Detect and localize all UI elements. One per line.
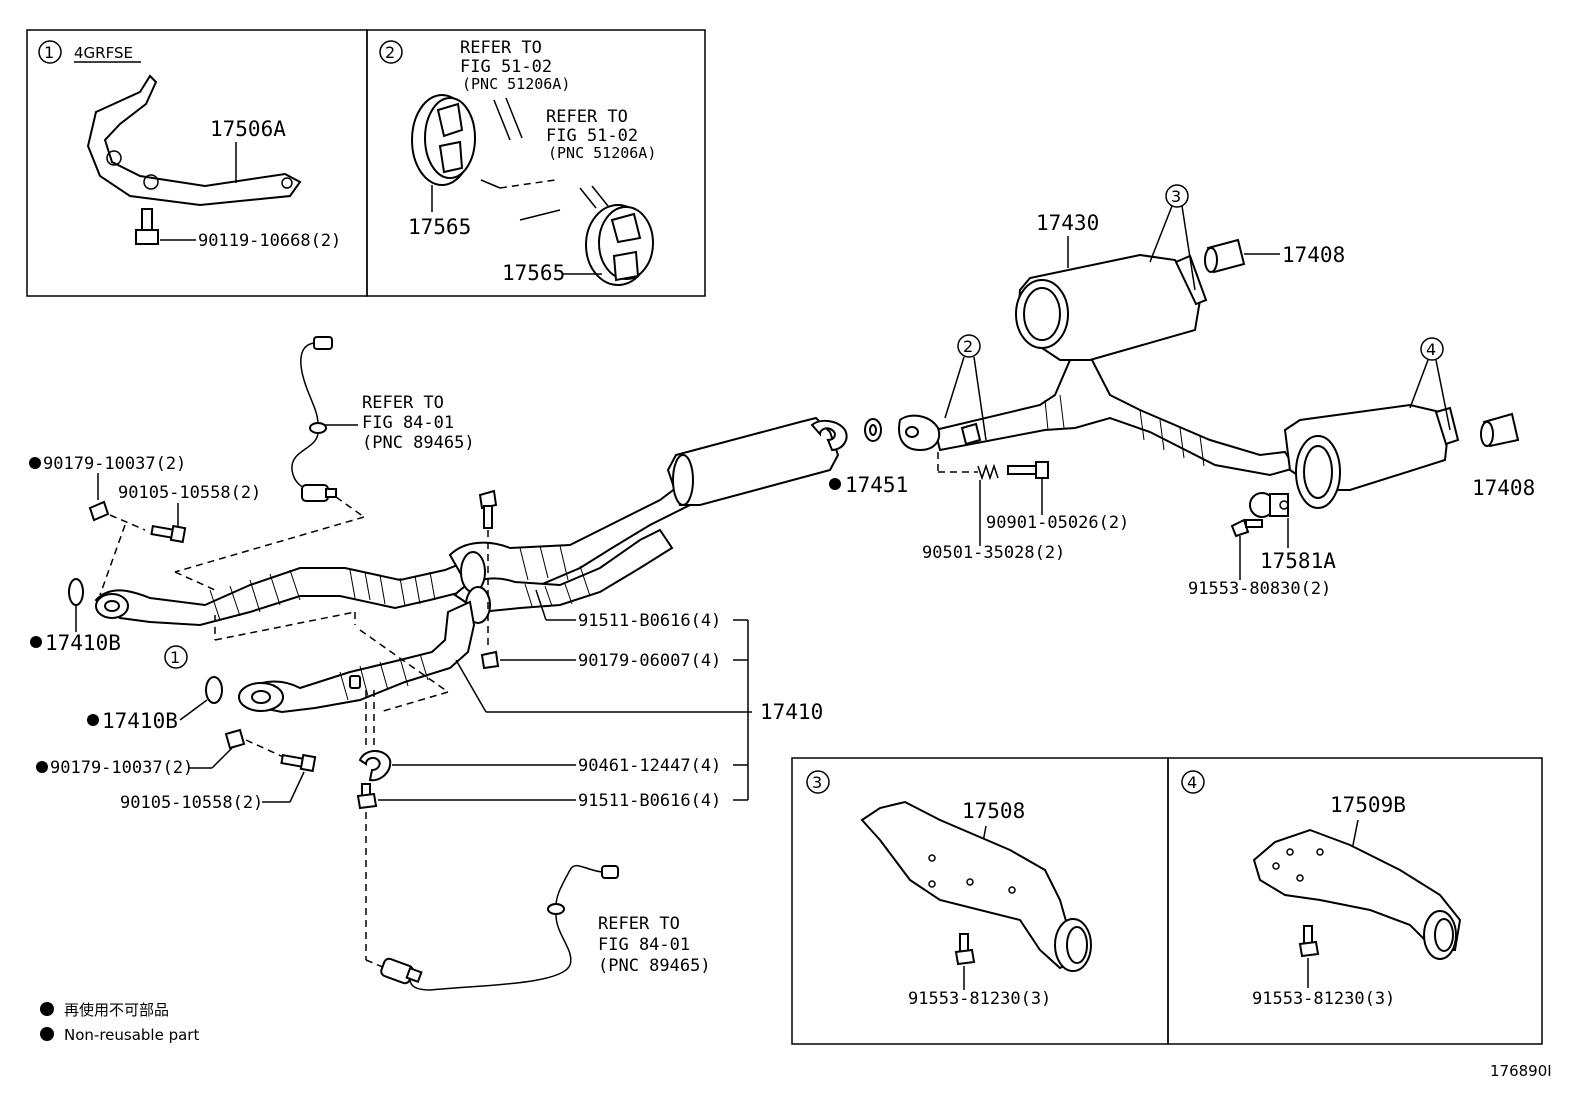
inset-1-number: 1 [44, 43, 54, 62]
rear-muffler-left-shape [1015, 253, 1208, 361]
diagram-text: FIG 84-01 [598, 935, 690, 955]
label-90179-06007: 90179-06007(4) [578, 651, 721, 671]
nut-mid-icon [224, 728, 246, 750]
valve-17581A-icon [1249, 492, 1289, 518]
inset-3-panel: 3 17508 91553-81230(3) [791, 757, 1169, 1045]
front-pipe-upper-shape [94, 558, 471, 627]
label-17430: 17430 [1036, 211, 1099, 235]
diagram-text: REFER TO [460, 38, 542, 58]
label-17565-b: 17565 [502, 261, 565, 285]
label-17410B-mid: 17410B [102, 709, 178, 733]
clamp-90461-icon [358, 750, 392, 782]
diagram-text: REFER TO [598, 914, 680, 934]
exhaust-tip-top-icon [1204, 238, 1246, 274]
non-reusable-dot-icon [40, 1002, 54, 1016]
figure-id: 176890I [1490, 1062, 1552, 1080]
label-91553-80830: 91553-80830(2) [1188, 579, 1331, 599]
bolt-91553-80830-icon [1230, 518, 1263, 538]
diagram-text: (PNC 89465) [598, 956, 711, 976]
label-90105-10558-mid: 90105-10558(2) [120, 793, 263, 813]
diagram-text: 1 [170, 648, 180, 667]
inset-2-number: 2 [385, 43, 395, 62]
label-90179-10037-top: 90179-10037(2) [43, 454, 186, 474]
inset-4-panel: 4 17509B 91553-81230(3) [1167, 757, 1543, 1045]
label-17565-a: 17565 [408, 215, 471, 239]
legend-jp: 再使用不可部品 [64, 1001, 169, 1019]
label-91511-B0616-b: 91511-B0616(4) [578, 791, 721, 811]
label-17509B: 17509B [1330, 793, 1406, 817]
catalytic-converters-shape [448, 486, 692, 624]
label-17408-bottom: 17408 [1472, 476, 1535, 500]
bolt-91511-upper-icon [478, 489, 498, 529]
diagram-text: (PNC 51206A) [548, 144, 656, 162]
diagram-text: (PNC 89465) [362, 433, 475, 453]
label-17410B-top: 17410B [45, 631, 121, 655]
label-17506A: 17506A [210, 117, 286, 141]
label-17408-top: 17408 [1282, 243, 1345, 267]
inset-1-panel: 1 4GRFSE 17506A 90119-10668(2) [26, 29, 368, 297]
front-pipe-lower-shape [238, 600, 476, 714]
diagram-text: (PNC 51206A) [462, 75, 570, 93]
inset-4-number: 4 [1187, 773, 1197, 792]
bolt-top-icon [150, 524, 187, 544]
diagram-text: 3 [1171, 187, 1181, 206]
bracket-17506A-shape [86, 74, 302, 207]
label-90179-10037-mid: 90179-10037(2) [50, 758, 193, 778]
inset-3-number: 3 [812, 773, 822, 792]
label-90461-12447: 90461-12447(4) [578, 756, 721, 776]
rear-muffler-right-shape [1283, 403, 1460, 509]
gasket-17410B-mid-icon [205, 676, 223, 704]
oxygen-sensor-top-icon [291, 336, 337, 502]
label-90119-10668: 90119-10668(2) [198, 231, 341, 251]
label-17581A: 17581A [1260, 549, 1336, 573]
center-muffler-section: 17451 [666, 416, 908, 506]
label-90501-35028: 90501-35028(2) [922, 543, 1065, 563]
bolt-90901-icon [1007, 461, 1049, 479]
label-91553-81230-b: 91553-81230(3) [1252, 989, 1395, 1009]
hanger-17565-b-icon [585, 204, 654, 286]
nut-90179-06007-icon [480, 650, 500, 670]
legend-en: Non-reusable part [64, 1026, 199, 1044]
bolt-mid-icon [280, 753, 317, 773]
gasket-17410B-top-icon [68, 578, 84, 606]
bolt-91553-81230-b-icon [1298, 925, 1320, 958]
nut-top-icon [88, 500, 110, 522]
main-left-section: REFER TO FIG 84-01 (PNC 89465) 90179-100… [29, 336, 823, 991]
oxygen-sensor-bottom-icon [380, 864, 619, 991]
diagram-text: FIG 51-02 [460, 57, 552, 77]
label-90105-10558-top: 90105-10558(2) [118, 483, 261, 503]
diagram-text: 4 [1426, 340, 1436, 359]
legend: 再使用不可部品 Non-reusable part [40, 1001, 199, 1044]
bracket-17509B-shape [1252, 828, 1462, 951]
hanger-17565-a-icon [411, 94, 476, 186]
diagram-text: FIG 84-01 [362, 413, 454, 433]
exhaust-tip-bottom-icon [1480, 412, 1520, 448]
label-90901-05026: 90901-05026(2) [986, 513, 1129, 533]
label-17410: 17410 [760, 700, 823, 724]
spring-90501-icon [977, 463, 999, 481]
diagram-text: REFER TO [362, 393, 444, 413]
label-17451: 17451 [845, 473, 908, 497]
inset-2-panel: 2 REFER TO FIG 51-02 (PNC 51206A) REFER … [366, 29, 706, 297]
label-17508: 17508 [962, 799, 1025, 823]
bolt-90119-icon [135, 208, 159, 245]
diagram-text: 2 [963, 337, 973, 356]
bolt-91511-lower-icon [356, 783, 378, 810]
bolt-91553-81230-a-icon [954, 933, 976, 966]
diagram-text: REFER TO [546, 107, 628, 127]
diagram-text: FIG 51-02 [546, 126, 638, 146]
label-91553-81230-a: 91553-81230(3) [908, 989, 1051, 1009]
inset-1-engine-label: 4GRFSE [74, 44, 133, 62]
center-muffler-shape [666, 416, 840, 506]
main-right-section: 17430 3 4 2 17408 [898, 184, 1535, 599]
label-91511-B0616-a: 91511-B0616(4) [578, 611, 721, 631]
